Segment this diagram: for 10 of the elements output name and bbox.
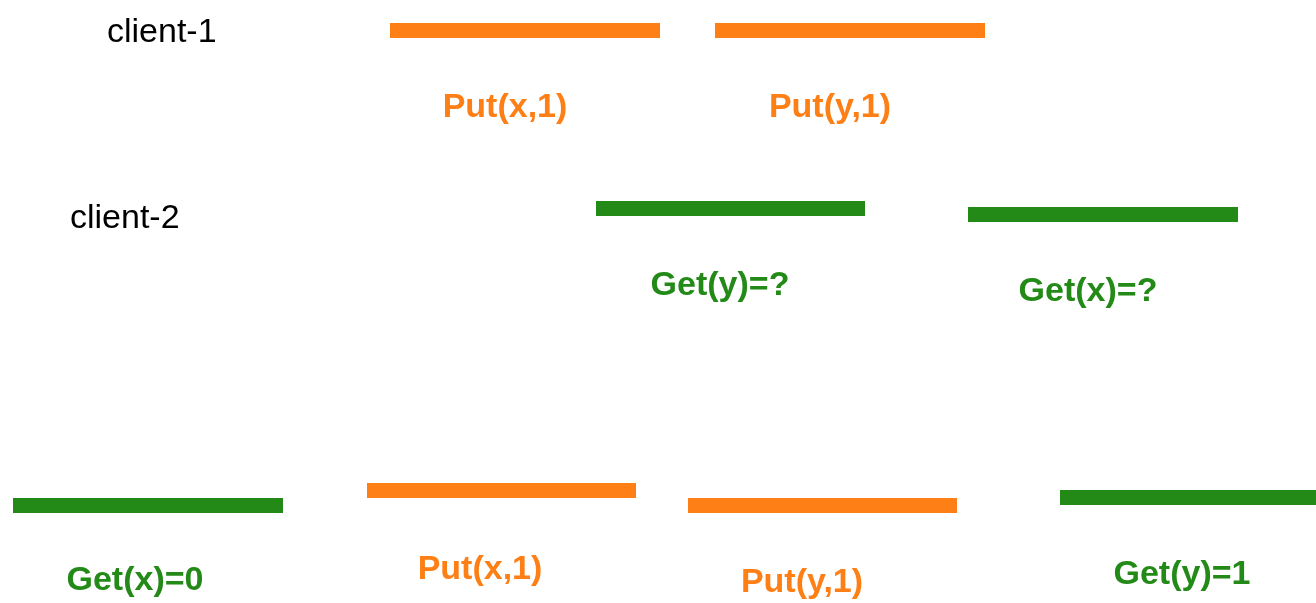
operation-label: Get(x)=? <box>1018 269 1158 309</box>
client-label: client-1 <box>107 10 217 50</box>
client-label: client-2 <box>70 196 180 236</box>
operation-label: Put(y,1) <box>740 560 864 600</box>
operation-label: Put(x,1) <box>417 547 543 587</box>
operation-label: Put(x,1) <box>442 85 568 125</box>
operation-label: Get(x)=0 <box>66 558 204 598</box>
operation-label: Put(y,1) <box>768 85 892 125</box>
operation-label: Get(y)=? <box>650 263 790 303</box>
operation-label: Get(y)=1 <box>1113 552 1251 592</box>
